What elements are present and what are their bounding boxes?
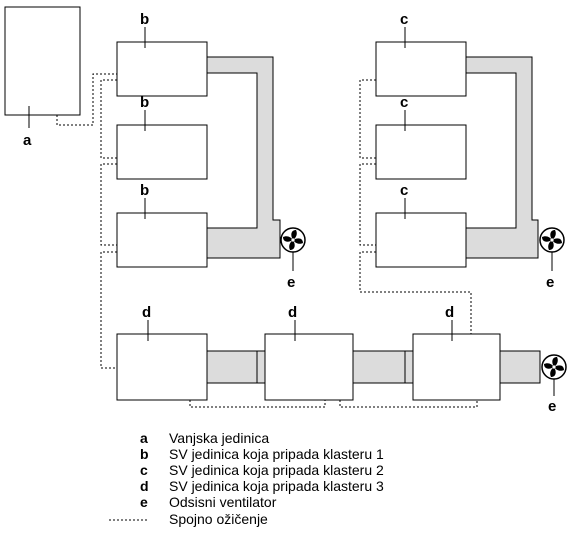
label-d-1: d [142, 304, 151, 321]
unit-b-3 [116, 212, 208, 268]
legend-key-d: d [140, 478, 149, 494]
legend-text-a: Vanjska jedinica [169, 430, 269, 446]
fan-icon [280, 227, 306, 253]
label-b-2: b [140, 94, 149, 111]
label-c-3: c [400, 182, 408, 199]
duct-cluster-3-connector-1 [256, 350, 266, 384]
label-b-1: b [140, 11, 149, 28]
label-b-3: b [140, 182, 149, 199]
duct-cluster-2 [465, 56, 539, 259]
legend-text-b: SV jedinica koja pripada klasteru 1 [169, 446, 384, 462]
legend-text-e: Odsisni ventilator [169, 494, 277, 510]
label-d-2: d [288, 304, 297, 321]
outdoor-unit [4, 6, 81, 116]
unit-d-2 [264, 333, 354, 401]
legend-text-d: SV jedinica koja pripada klasteru 3 [169, 478, 384, 494]
label-a: a [23, 132, 32, 149]
label-e-1: e [287, 274, 295, 291]
legend-text-c: SV jedinica koja pripada klasteru 2 [169, 462, 384, 478]
duct-cluster-3-connector-2 [404, 350, 414, 384]
legend-key-c: c [140, 462, 148, 478]
legend-key-b: b [140, 446, 149, 462]
legend-text-wiring: Spojno ožičenje [169, 511, 268, 527]
duct-cluster-3-segment-2 [352, 350, 414, 384]
duct-cluster-3-segment-3 [499, 350, 541, 384]
unit-b-1 [116, 41, 208, 97]
legend-key-e: e [140, 494, 148, 510]
unit-b-2 [116, 124, 208, 180]
legend-key-a: a [140, 430, 148, 446]
unit-d-1 [116, 333, 208, 401]
connecting-wiring [56, 73, 478, 408]
legend: a Vanjska jedinica b SV jedinica koja pr… [109, 430, 384, 527]
label-e-3: e [548, 398, 556, 415]
unit-d-3 [412, 333, 501, 401]
unit-c-2 [375, 124, 467, 180]
label-d-3: d [445, 304, 454, 321]
label-c-1: c [400, 11, 408, 28]
duct-cluster-1 [206, 56, 281, 259]
unit-c-1 [375, 41, 467, 97]
unit-c-3 [375, 212, 467, 268]
fan-icon [539, 227, 565, 253]
duct-cluster-3-segment-1 [206, 350, 266, 384]
fan-icon [541, 354, 567, 380]
label-c-2: c [400, 94, 408, 111]
label-e-2: e [546, 274, 554, 291]
